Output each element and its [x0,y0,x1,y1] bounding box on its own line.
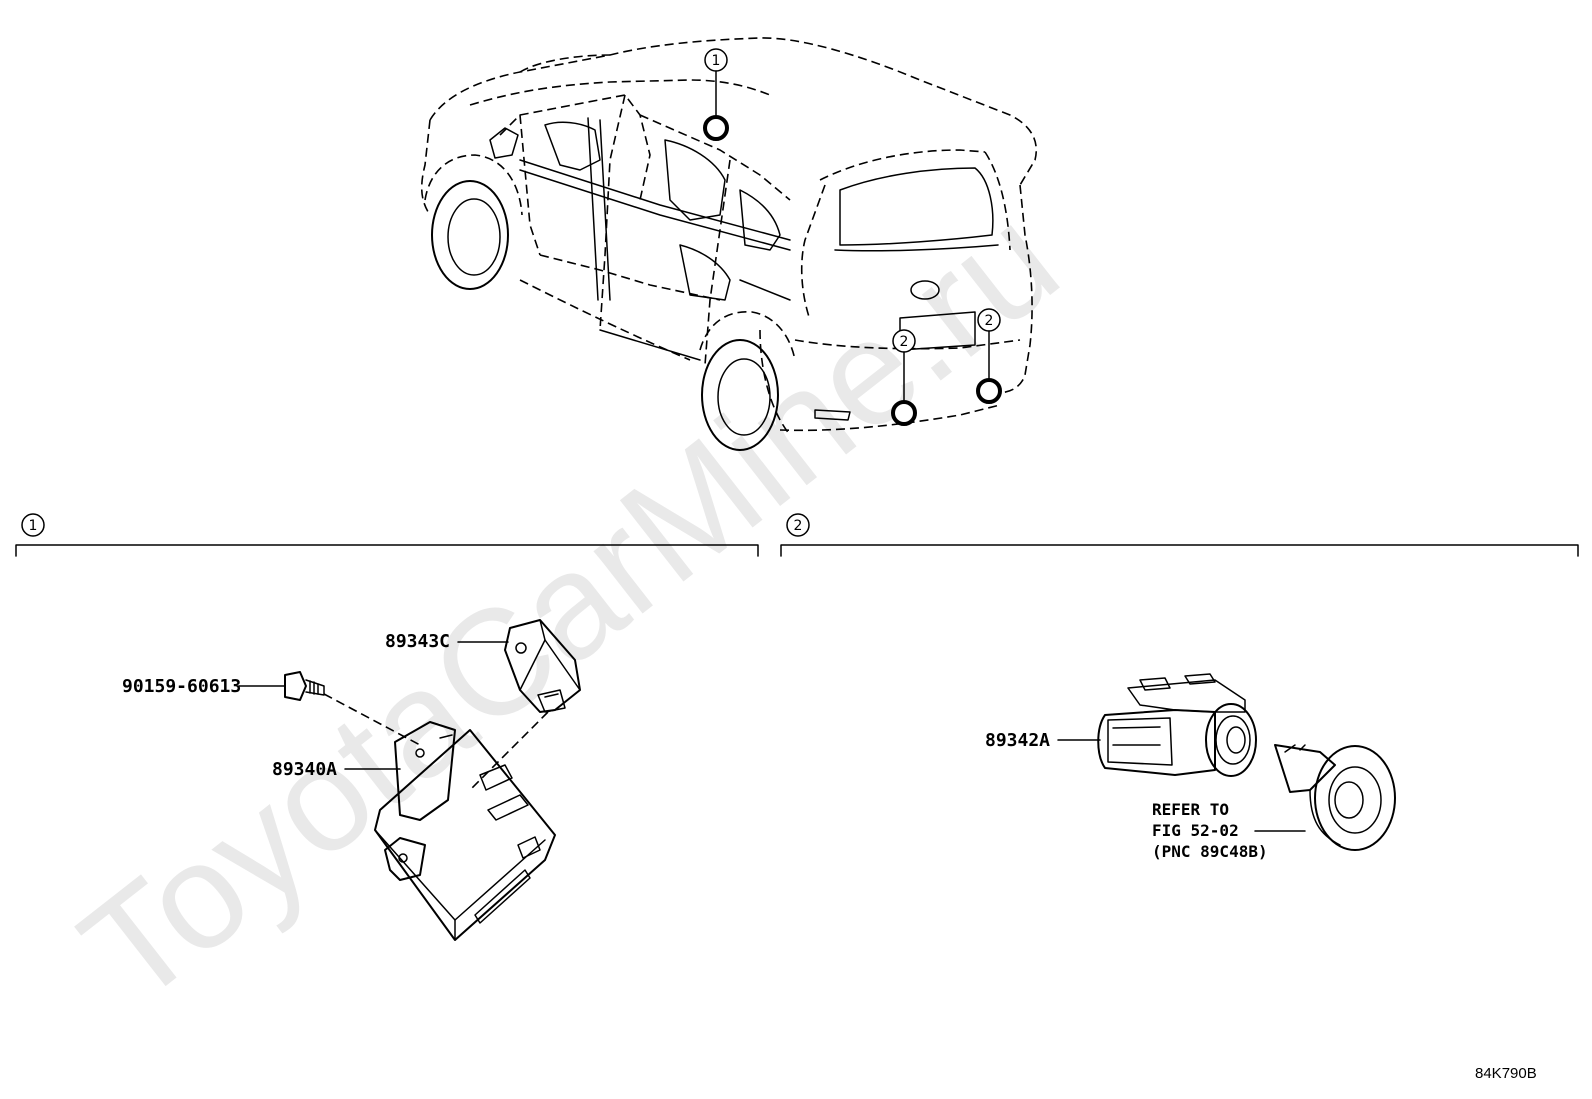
callout-zone-2-right[interactable]: 2 [976,308,1002,404]
svg-text:REFER TO: REFER TO [1152,800,1229,819]
connector-guide-line [469,711,549,791]
callout-zone-2-left[interactable]: 2 [891,329,917,426]
svg-text:2: 2 [794,518,803,534]
drawing-code: 84K790B [1475,1065,1537,1082]
svg-text:90159-60613: 90159-60613 [122,676,241,697]
callout-zone-1[interactable]: 1 [703,48,729,141]
connector-part[interactable]: 89343C [385,619,581,713]
svg-text:1: 1 [29,518,38,534]
svg-text:1: 1 [712,53,721,69]
svg-text:(PNC 89C48B): (PNC 89C48B) [1152,842,1268,861]
sensor-part[interactable]: 89342A [985,673,1257,777]
svg-text:89343C: 89343C [385,631,450,652]
watermark: ToyotaCarMine.ru [51,174,1087,1035]
section-2-header: 2 [780,513,1579,557]
refer-note: REFER TO FIG 52-02 (PNC 89C48B) [1152,800,1306,861]
svg-text:2: 2 [985,313,994,329]
bolt-part[interactable]: 90159-60613 [122,671,325,701]
svg-text:FIG 52-02: FIG 52-02 [1152,821,1239,840]
svg-text:89340A: 89340A [272,759,337,780]
ecu-part[interactable]: 89340A [272,721,556,941]
vehicle-illustration [420,37,1037,451]
section-1-header: 1 [15,513,759,557]
svg-text:2: 2 [900,334,909,350]
svg-text:89342A: 89342A [985,730,1050,751]
sensor-holder-part[interactable] [1274,744,1396,851]
